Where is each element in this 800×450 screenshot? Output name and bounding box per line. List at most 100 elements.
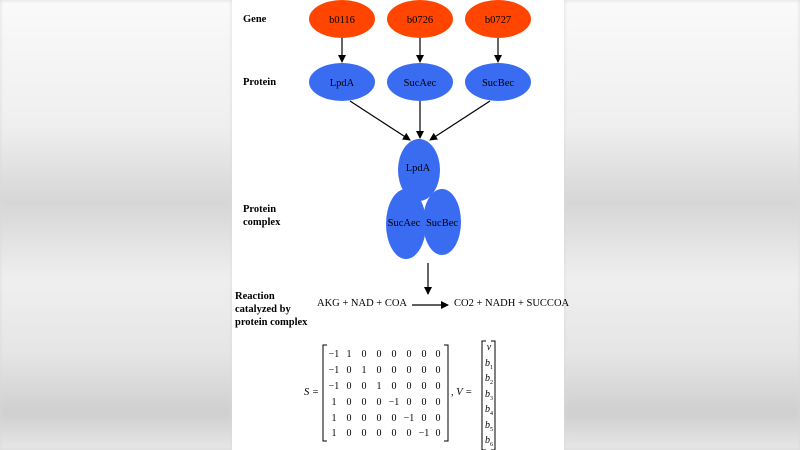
matrix-cell: 0 — [421, 381, 427, 392]
matrix-cell: 0 — [361, 428, 367, 439]
matrix-cell: 1 — [331, 397, 337, 408]
vector-entry: v — [481, 342, 497, 353]
row-label-protein: Protein — [243, 77, 277, 88]
matrix-cell: 0 — [406, 397, 412, 408]
matrix-cell: 1 — [361, 365, 367, 376]
matrix-cell: 1 — [331, 413, 337, 424]
vector-bracket-right — [491, 340, 496, 450]
matrix-cell: 0 — [435, 349, 441, 360]
complex-label-sucaec: SucAec — [388, 218, 421, 229]
vector-entry-base: v — [486, 342, 492, 353]
vector-entry-base: b — [485, 388, 490, 400]
matrix-cell: 0 — [421, 349, 427, 360]
gene-node-2 — [387, 0, 453, 38]
matrix-cell: 0 — [435, 365, 441, 376]
reaction-reactants: AKG + NAD + COA — [317, 298, 408, 309]
matrix-cell: 0 — [376, 428, 382, 439]
complex-label-lpda: LpdA — [406, 163, 431, 174]
matrix-cell: 0 — [406, 381, 412, 392]
flux-vector-label: , V = — [451, 387, 473, 398]
vector-entry-base: b — [485, 404, 490, 415]
matrix-cell: 0 — [435, 397, 441, 408]
vector-entry-subscript: 4 — [490, 411, 493, 417]
blurred-background-right — [564, 0, 800, 450]
matrix-cell: 0 — [406, 428, 412, 439]
protein-node-3 — [465, 63, 531, 101]
vector-bracket-left — [481, 340, 486, 450]
matrix-cell: 0 — [435, 413, 441, 424]
row-label-reaction-1: Reaction — [235, 291, 275, 302]
reaction-products: CO2 + NADH + SUCCOA — [454, 298, 570, 309]
vector-entry-subscript: 6 — [490, 442, 493, 448]
matrix-cell: −1 — [328, 381, 340, 392]
arrow-protein1-complex — [349, 100, 411, 141]
arrow-protein3-complex — [429, 100, 491, 141]
complex-node-lpda — [398, 139, 440, 201]
matrix-cell: −1 — [388, 397, 400, 408]
vector-entry-base: b — [485, 435, 490, 446]
row-label-reaction-2: catalyzed by — [235, 304, 291, 315]
matrix-cell: 0 — [435, 381, 441, 392]
vector-entry-base: b — [485, 357, 490, 369]
matrix-cell: 0 — [435, 428, 441, 439]
matrix-cell: 0 — [361, 349, 367, 360]
vector-entry-subscript: 3 — [490, 395, 493, 402]
matrix-cell: 0 — [391, 413, 397, 424]
diagram-svg: b0116 b0726 b0727 LpdA SucAec SucBec Lpd… — [309, 0, 531, 450]
matrix-cell: 1 — [376, 381, 382, 392]
matrix-cell: 0 — [421, 413, 427, 424]
matrix-cell: 0 — [391, 428, 397, 439]
complex-label-sucbec: SucBec — [426, 218, 458, 229]
protein-label-2: SucAec — [404, 78, 437, 89]
matrix-cell: 0 — [346, 381, 352, 392]
matrix-cell: 0 — [376, 397, 382, 408]
matrix-cell: 0 — [361, 397, 367, 408]
matrix-cell: 0 — [361, 413, 367, 424]
vector-entry-subscript: 1 — [490, 364, 493, 371]
vector-entry: b6 — [481, 435, 497, 448]
protein-node-1 — [309, 63, 375, 101]
matrix-cell: −1 — [328, 365, 340, 376]
vector-entry: b2 — [481, 373, 497, 386]
vector-entry-base: b — [485, 419, 490, 431]
row-label-protein-complex-2: complex — [243, 217, 281, 228]
matrix-cell: 1 — [331, 428, 337, 439]
row-label-reaction-3: protein complex — [235, 317, 308, 328]
matrix-cell: 0 — [421, 397, 427, 408]
diagram-canvas: b0116 b0726 b0727 LpdA SucAec SucBec Lpd… — [232, 0, 569, 450]
matrix-cell: 0 — [346, 365, 352, 376]
stoichiometric-matrix-label: S = — [304, 387, 319, 398]
gene-label-3: b0727 — [485, 15, 511, 26]
matrix-cell: −1 — [418, 428, 430, 439]
gene-node-1 — [309, 0, 375, 38]
matrix-cell: 0 — [376, 349, 382, 360]
matrix-cell: −1 — [403, 413, 415, 424]
complex-node-sucbec — [423, 189, 461, 255]
gene-label-1: b0116 — [329, 15, 355, 26]
blurred-background-left — [0, 0, 232, 450]
vector-entry: b5 — [481, 420, 497, 433]
protein-label-1: LpdA — [330, 78, 355, 89]
matrix-bracket-left — [322, 344, 327, 442]
matrix-cell: −1 — [328, 349, 340, 360]
complex-node-sucaec — [386, 189, 426, 259]
matrix-cell: 0 — [346, 413, 352, 424]
matrix-cell: 0 — [421, 365, 427, 376]
gene-node-3 — [465, 0, 531, 38]
vector-entry-subscript: 2 — [490, 380, 493, 386]
matrix-cell: 1 — [346, 349, 352, 360]
vector-entry: b3 — [481, 389, 497, 402]
gene-label-2: b0726 — [407, 15, 433, 26]
vector-entry: b1 — [481, 358, 497, 371]
matrix-cell: 0 — [406, 365, 412, 376]
row-label-protein-complex-1: Protein — [243, 204, 277, 215]
vector-entry-base: b — [485, 373, 490, 384]
protein-label-3: SucBec — [482, 78, 514, 89]
matrix-cell: 0 — [391, 381, 397, 392]
matrix-cell: 0 — [406, 349, 412, 360]
matrix-bracket-right — [444, 344, 449, 442]
matrix-cell: 0 — [391, 349, 397, 360]
vector-entry: b4 — [481, 404, 497, 417]
matrix-cell: 0 — [376, 413, 382, 424]
row-label-gene: Gene — [243, 14, 267, 25]
